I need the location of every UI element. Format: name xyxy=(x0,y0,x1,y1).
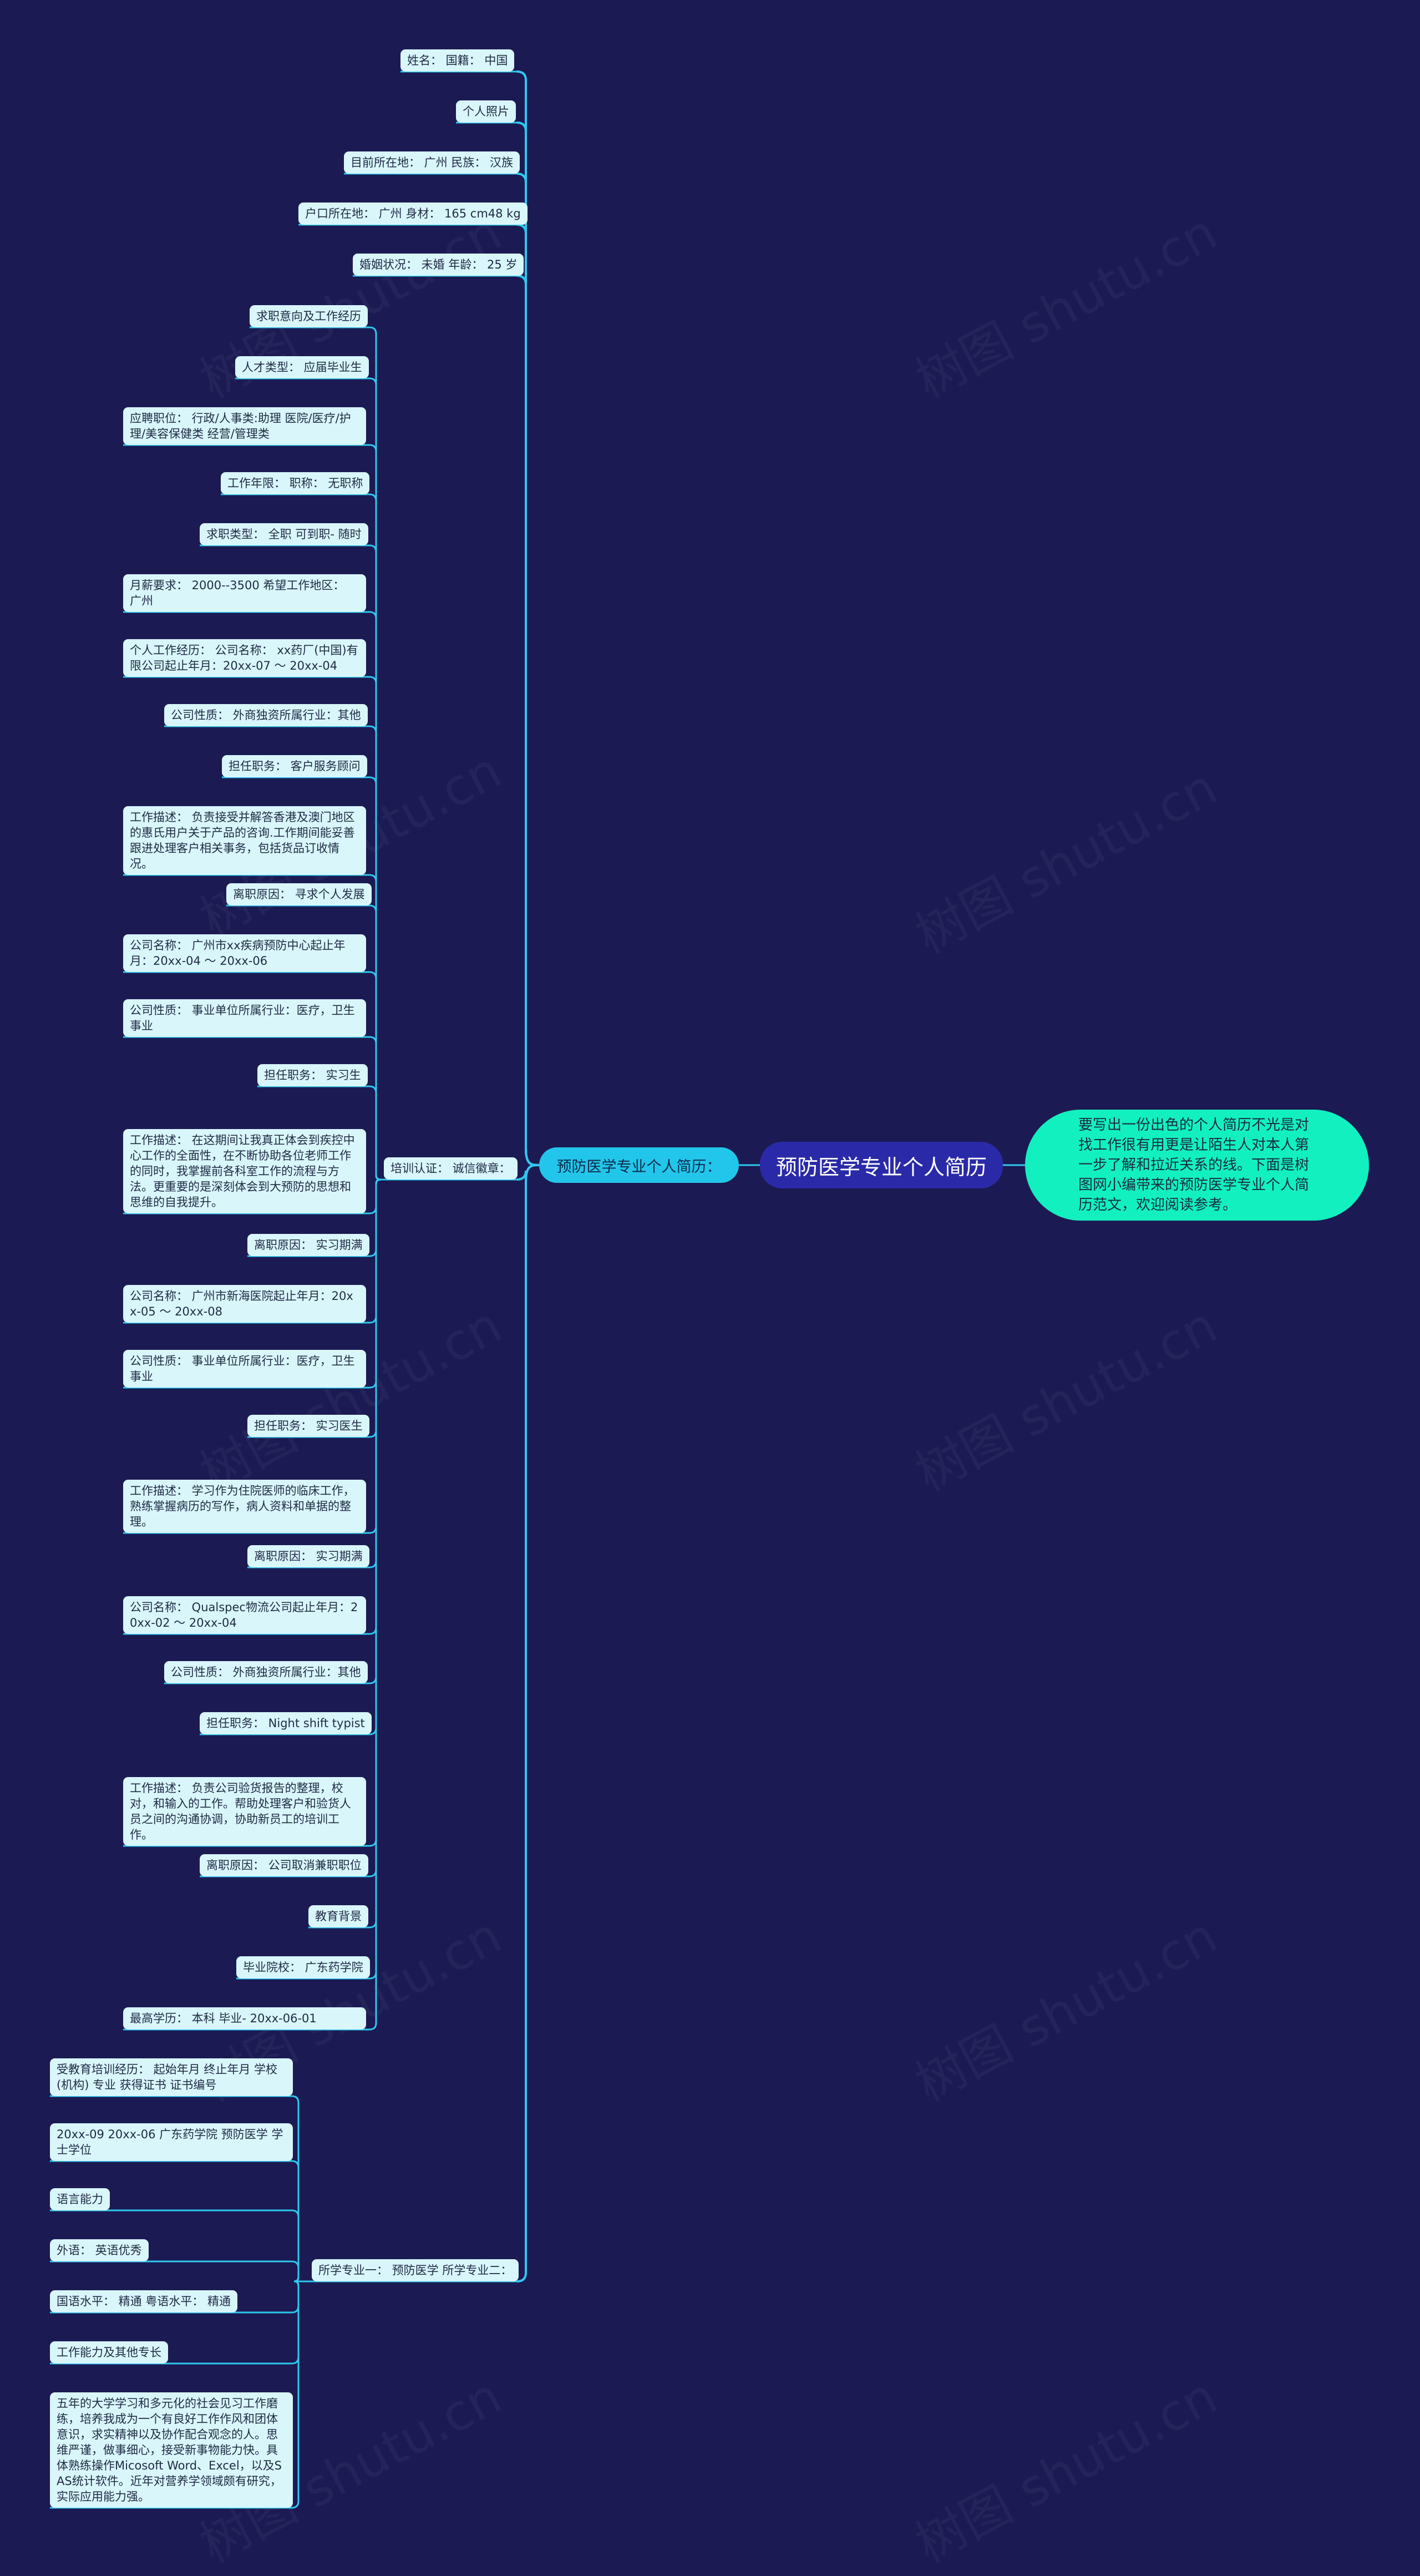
link-spine xyxy=(516,275,540,1166)
group1-item-node[interactable]: 求职意向及工作经历 xyxy=(250,305,368,327)
top-item-node[interactable]: 目前所在地： 广州 民族： 汉族 xyxy=(344,151,520,174)
top-item-node[interactable]: 户口所在地： 广州 身材： 165 cm48 kg xyxy=(298,203,528,225)
group1-item-node[interactable]: 公司名称： 广州市xx疾病预防中心起止年月：20xx-04 ～ 20xx-06 xyxy=(123,934,366,972)
group-node-training[interactable]: 培训认证： 诚信徽章： xyxy=(384,1157,518,1180)
group-node-major[interactable]: 所学专业一： 预防医学 所学专业二： xyxy=(312,2259,519,2281)
group1-item-node[interactable]: 毕业院校： 广东药学院 xyxy=(236,1956,370,1978)
top-item-node[interactable]: 姓名： 国籍： 中国 xyxy=(400,49,515,72)
summary-text: 要写出一份出色的个人简历不光是对找工作很有用更是让陌生人对本人第一步了解和拉近关… xyxy=(1078,1117,1310,1213)
group1-item-node[interactable]: 工作年限： 职称： 无职称 xyxy=(221,472,370,494)
main-branch-node[interactable]: 预防医学专业个人简历： xyxy=(539,1147,739,1183)
group1-item-node[interactable]: 公司名称： 广州市新海医院起止年月：20xx-05 ～ 20xx-08 xyxy=(123,1285,366,1323)
group2-item-node[interactable]: 国语水平： 精通 粤语水平： 精通 xyxy=(50,2290,238,2312)
group2-item-node[interactable]: 20xx-09 20xx-06 广东药学院 预防医学 学士学位 xyxy=(50,2123,293,2161)
link-group2 xyxy=(50,2260,312,2283)
link-group1 xyxy=(235,377,384,1181)
group1-item-node[interactable]: 公司性质： 外商独资所属行业：其他 xyxy=(164,704,368,726)
group1-item-node[interactable]: 应聘职位： 行政/人事类:助理 医院/医疗/护理/美容保健类 经营/管理类 xyxy=(123,407,366,445)
top-item-node[interactable]: 个人照片 xyxy=(456,100,516,123)
group1-item-node[interactable]: 担任职务： 实习生 xyxy=(257,1064,368,1086)
link-spine xyxy=(516,173,540,1166)
link-group2 xyxy=(50,2160,312,2283)
link-group1 xyxy=(123,1178,384,2031)
link-spine xyxy=(516,122,540,1166)
root-node[interactable]: 预防医学专业个人简历 xyxy=(760,1142,1003,1188)
group1-item-node[interactable]: 工作描述： 学习作为住院医师的临床工作，熟练掌握病历的写作，病人资料和单据的整理… xyxy=(123,1480,366,1533)
group2-item-node[interactable]: 语言能力 xyxy=(50,2188,110,2210)
summary-node[interactable]: 要写出一份出色的个人简历不光是对找工作很有用更是让陌生人对本人第一步了解和拉近关… xyxy=(1025,1110,1369,1221)
link-group1 xyxy=(200,1178,384,1735)
link-group2 xyxy=(50,2280,312,2509)
group1-item-node[interactable]: 离职原因： 实习期满 xyxy=(247,1234,369,1256)
link-spine xyxy=(516,1164,540,2283)
group1-item-node[interactable]: 担任职务： Night shift typist xyxy=(200,1712,372,1734)
group1-item-node[interactable]: 最高学历： 本科 毕业- 20xx-06-01 xyxy=(123,2007,366,2030)
group1-item-node[interactable]: 工作描述： 负责接受并解答香港及澳门地区的惠氏用户关于产品的咨询.工作期间能妥善… xyxy=(123,806,366,875)
group1-item-node[interactable]: 个人工作经历： 公司名称： xx药厂(中国)有限公司起止年月：20xx-07 ～… xyxy=(123,639,366,677)
group1-item-node[interactable]: 求职类型： 全职 可到职- 随时 xyxy=(200,523,368,545)
link-spine xyxy=(516,70,540,1166)
group2-item-node[interactable]: 工作能力及其他专长 xyxy=(50,2341,168,2364)
link-group1 xyxy=(123,676,384,1181)
group2-item-node[interactable]: 受教育培训经历： 起始年月 终止年月 学校(机构) 专业 获得证书 证书编号 xyxy=(50,2058,293,2096)
group1-item-node[interactable]: 工作描述： 在这期间让我真正体会到疾控中心工作的全面性，在不断协助各位老师工作的… xyxy=(123,1129,366,1213)
group1-item-node[interactable]: 公司性质： 外商独资所属行业：其他 xyxy=(164,1661,368,1683)
group1-item-node[interactable]: 担任职务： 客户服务顾问 xyxy=(222,755,367,777)
group1-item-node[interactable]: 离职原因： 公司取消兼职职位 xyxy=(200,1854,368,1876)
link-spine xyxy=(516,224,540,1166)
group2-item-node[interactable]: 外语： 英语优秀 xyxy=(50,2239,149,2261)
group1-item-node[interactable]: 工作描述： 负责公司验货报告的整理，校对，和输入的工作。帮助处理客户和验货人员之… xyxy=(123,1777,366,1846)
group1-item-node[interactable]: 担任职务： 实习医生 xyxy=(247,1415,369,1437)
group1-item-node[interactable]: 离职原因： 寻求个人发展 xyxy=(226,883,372,905)
group1-item-node[interactable]: 公司性质： 事业单位所属行业：医疗，卫生事业 xyxy=(123,1350,366,1388)
group1-item-node[interactable]: 月薪要求： 2000--3500 希望工作地区： 广州 xyxy=(123,574,366,612)
group2-item-node[interactable]: 五年的大学学习和多元化的社会见习工作磨练，培养我成为一个有良好工作作风和团体意识… xyxy=(50,2392,293,2508)
group1-item-node[interactable]: 人才类型： 应届毕业生 xyxy=(235,356,369,378)
top-item-node[interactable]: 婚姻状况： 未婚 年龄： 25 岁 xyxy=(353,254,524,276)
link-group1 xyxy=(250,326,384,1181)
group1-item-node[interactable]: 公司名称： Qualspec物流公司起止年月：20xx-02 ～ 20xx-04 xyxy=(123,1596,366,1634)
group1-item-node[interactable]: 离职原因： 实习期满 xyxy=(247,1545,369,1567)
group1-item-node[interactable]: 公司性质： 事业单位所属行业：医疗，卫生事业 xyxy=(123,999,366,1037)
group1-item-node[interactable]: 教育背景 xyxy=(308,1905,368,1927)
